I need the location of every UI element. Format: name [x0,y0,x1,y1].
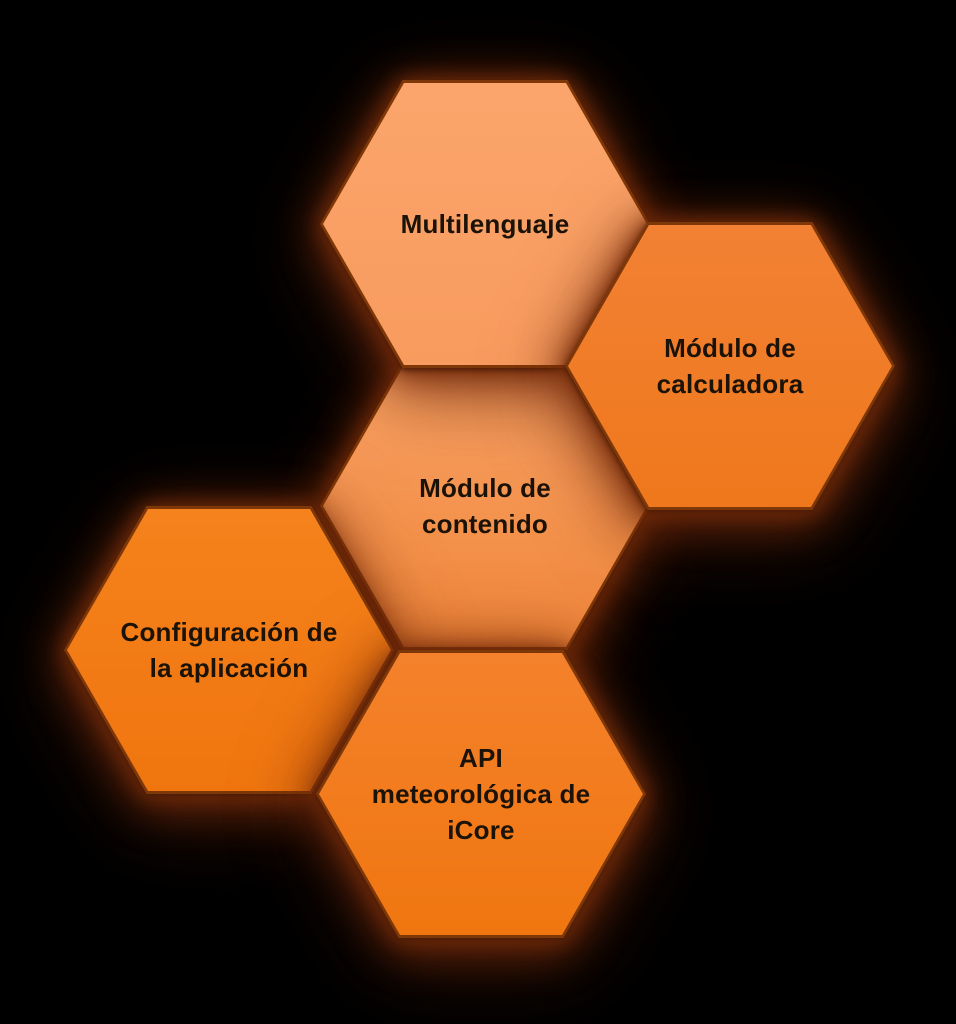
hexagon-fill: API meteorológica de iCore [319,653,643,935]
hexagon-api-meteorologica: API meteorológica de iCore [316,650,646,938]
hexagon-label-multilenguaje: Multilenguaje [400,209,570,239]
hexagon-label-api-meteorologica: API meteorológica de iCore [371,743,591,845]
hexagon-fill: Módulo de calculadora [568,225,892,507]
hexagon-label-modulo-contenido: Módulo de contenido [419,473,551,539]
hexagon-modulo-calculadora: Módulo de calculadora [565,222,895,510]
hexagon-label-configuracion-aplicacion: Configuración de la aplicación [120,617,338,683]
hexagon-label-modulo-calculadora: Módulo de calculadora [656,333,804,399]
hexagon-shape: Módulo de calculadora [565,222,895,510]
hexagon-shape: Configuración de la aplicación [64,506,394,794]
hexagon-shape: API meteorológica de iCore [316,650,646,938]
hexagon-shape: Multilenguaje [320,80,650,368]
hexagon-multilenguaje: Multilenguaje [320,80,650,368]
hexagon-configuracion-aplicacion: Configuración de la aplicación [64,506,394,794]
hexagon-fill: Configuración de la aplicación [67,509,391,791]
